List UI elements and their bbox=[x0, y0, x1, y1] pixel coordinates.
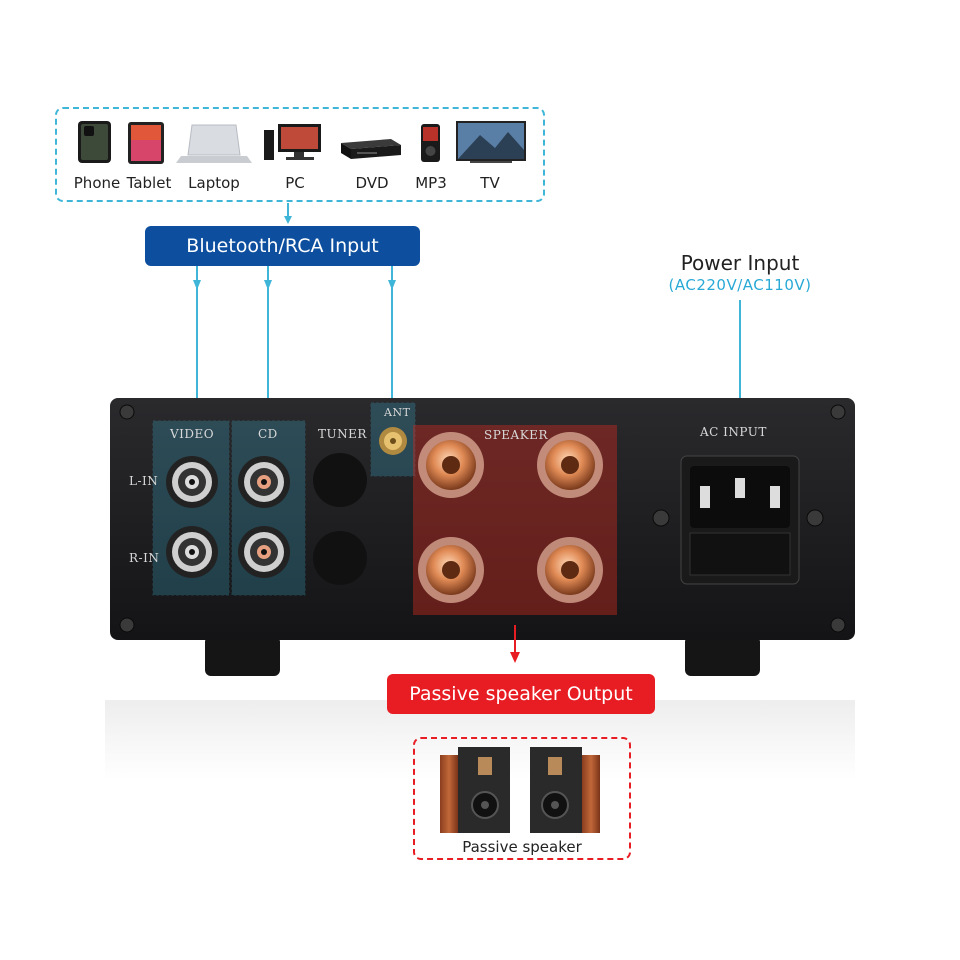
passive-speaker-left-icon bbox=[440, 747, 510, 833]
device-label-tablet: Tablet bbox=[126, 174, 172, 192]
passive-speaker-label: Passive speaker bbox=[462, 838, 582, 856]
passive-speaker-right-icon bbox=[530, 747, 600, 833]
panel-label-r-in: R-IN bbox=[129, 551, 160, 565]
passive-speaker-box bbox=[413, 737, 631, 860]
speaker-binding-posts bbox=[418, 432, 603, 603]
tuner-knob-top bbox=[313, 453, 367, 507]
phone-icon bbox=[78, 121, 111, 163]
panel-label-video: VIDEO bbox=[170, 427, 215, 441]
ac-power-socket bbox=[680, 455, 800, 585]
device-label-phone: Phone bbox=[73, 174, 121, 192]
panel-label-cd: CD bbox=[258, 427, 278, 441]
panel-label-ac-input: AC INPUT bbox=[700, 425, 767, 439]
pc-icon bbox=[264, 124, 321, 160]
output-label-pill: Passive speaker Output bbox=[387, 674, 655, 714]
dvd-player-icon bbox=[341, 139, 401, 159]
device-label-laptop: Laptop bbox=[188, 174, 240, 192]
amplifier-rear-panel bbox=[110, 398, 855, 640]
panel-label-speaker: SPEAKER bbox=[484, 428, 548, 442]
panel-label-l-in: L-IN bbox=[129, 474, 159, 488]
panel-label-ant: ANT bbox=[384, 406, 411, 419]
device-label-tv: TV bbox=[480, 174, 500, 192]
panel-label-tuner: TUNER bbox=[318, 427, 367, 441]
input-label-pill: Bluetooth/RCA Input bbox=[145, 226, 420, 266]
tablet-icon bbox=[128, 122, 164, 164]
tuner-knob-bottom bbox=[313, 531, 367, 585]
device-label-pc: PC bbox=[285, 174, 305, 192]
rca-jacks bbox=[166, 456, 290, 578]
amp-foot-right bbox=[685, 636, 760, 676]
power-input-title: Power Input bbox=[680, 251, 800, 275]
device-label-mp3: MP3 bbox=[415, 174, 447, 192]
amp-foot-left bbox=[205, 636, 280, 676]
laptop-icon bbox=[176, 124, 252, 163]
device-label-dvd: DVD bbox=[355, 174, 389, 192]
panel-screws bbox=[119, 404, 846, 633]
mp3-player-icon bbox=[421, 124, 440, 162]
source-devices-box bbox=[55, 107, 545, 202]
power-input-subtitle: (AC220V/AC110V) bbox=[668, 276, 812, 294]
tv-icon bbox=[456, 121, 526, 163]
antenna-connector bbox=[379, 427, 407, 455]
